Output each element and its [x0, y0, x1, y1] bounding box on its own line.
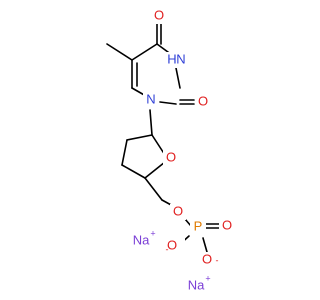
bond-p-o-right [202, 237, 208, 253]
atom-o-ester: O [173, 203, 183, 218]
label-bg [165, 238, 185, 254]
atom-n-ring: N [146, 91, 155, 106]
atom-na-bottom: Na [188, 277, 205, 292]
label-bg [165, 52, 189, 68]
bonds [106, 23, 220, 253]
charge-na-bottom: + [205, 273, 210, 283]
label-bg [190, 219, 206, 235]
bond-c4p-c5p [144, 177, 163, 201]
bond-c3p-c4p [121, 164, 146, 179]
atom-o-minus-left: O [167, 237, 177, 252]
bond-c1p-c2p [126, 134, 153, 141]
atom-o-carbonyl-top: O [154, 7, 164, 22]
bond-c5-c4 [131, 43, 158, 61]
bond-n1-c1p [149, 109, 153, 136]
atom-o-carbonyl-right: O [198, 93, 208, 108]
label-bg [150, 8, 168, 24]
atom-o-furan: O [166, 149, 176, 164]
bond-c2p-c3p [121, 139, 128, 166]
atom-na-top: Na [133, 232, 150, 247]
label-bg [163, 150, 179, 166]
atom-o-double: O [222, 217, 232, 232]
label-bg [170, 204, 186, 220]
atom-o-minus-right: O [202, 251, 212, 266]
atom-n-nh: N [176, 51, 185, 66]
molecule-structure: O H N N O O O P O O - O - Na + Na + [106, 7, 235, 293]
bond-c4p-o [144, 161, 166, 179]
atom-p: P [194, 218, 203, 233]
charge-o-minus-left: - [166, 244, 169, 254]
bond-n3-c2 [175, 67, 181, 89]
charge-na-top: + [150, 228, 155, 238]
label-bg [143, 92, 159, 108]
label-bg [195, 94, 211, 110]
atom-h-nh: H [167, 51, 176, 66]
bond-methyl [106, 43, 133, 61]
label-bg [200, 252, 222, 268]
label-bg [219, 218, 235, 234]
bond-c1p-o [151, 134, 166, 156]
charge-o-minus-right: - [216, 255, 219, 265]
atom-labels: O H N N O O O P O O - O - Na + Na + [133, 7, 235, 292]
bond-c2-n1 [159, 101, 177, 105]
